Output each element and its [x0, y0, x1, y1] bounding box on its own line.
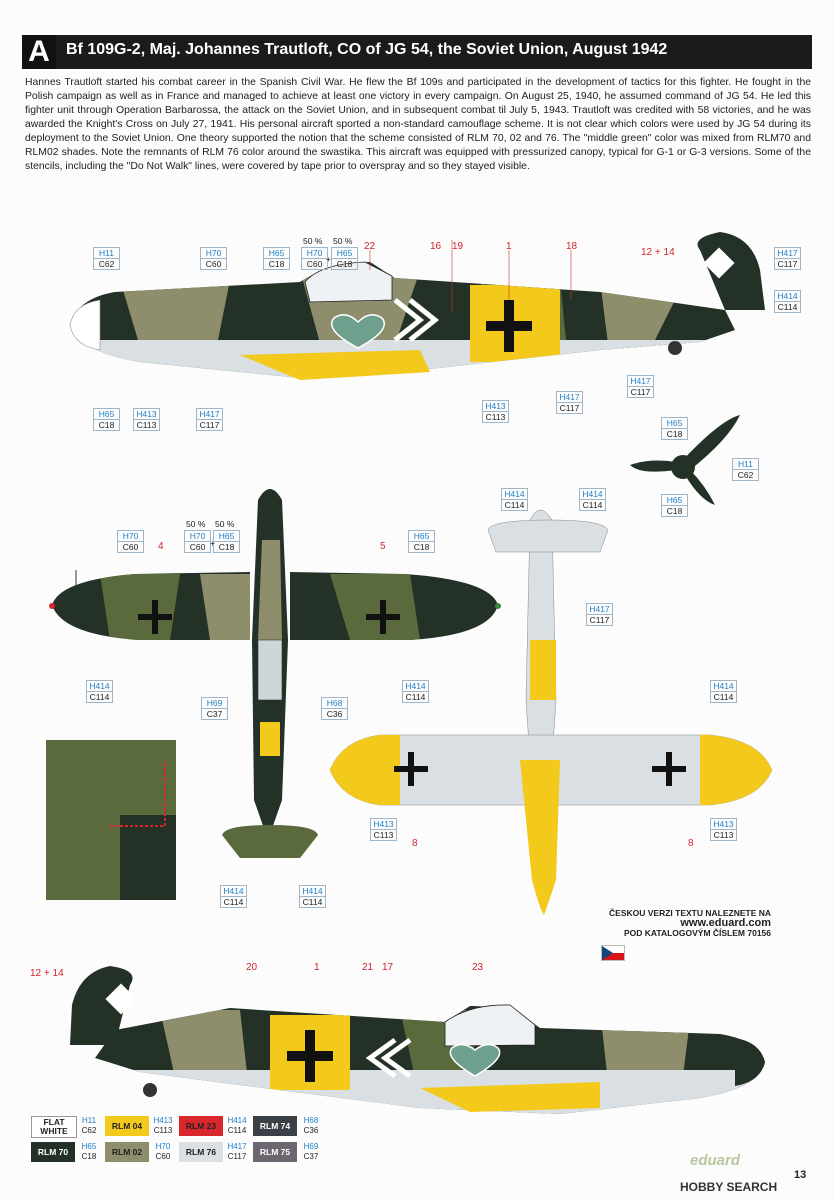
top-view: [49, 489, 501, 858]
legend-swatch: RLM 23: [179, 1116, 223, 1136]
history-text: Hannes Trautloft started his combat care…: [25, 77, 811, 172]
brand-logo: eduard: [690, 1152, 741, 1169]
decal-number: 16: [430, 241, 442, 252]
czech-flag-icon: [601, 945, 625, 961]
decal-number: 8: [412, 838, 418, 849]
decal-number: 19: [452, 241, 464, 252]
side-view-right: [70, 966, 765, 1114]
decal-number: 20: [246, 962, 258, 973]
legend-swatch: RLM 02: [105, 1142, 149, 1162]
mix-percent-right: 50 %: [333, 236, 353, 246]
watermark: HOBBY SEARCH: [680, 1180, 778, 1194]
detail-inset: [46, 740, 176, 900]
decal-number: 22: [364, 241, 376, 252]
decal-number: 12 + 14: [641, 247, 675, 258]
legend-swatch: RLM 70: [31, 1142, 75, 1162]
decal-number: 23: [472, 962, 484, 973]
decal-number: 17: [382, 962, 394, 973]
czech-line: POD KATALOGOVÝM ČÍSLEM 70156: [623, 928, 771, 938]
decal-number: 5: [380, 541, 386, 552]
legend-swatch: RLM 76: [179, 1142, 223, 1162]
decal-number: 8: [688, 838, 694, 849]
czech-line: ČESKOU VERZI TEXTU NALEZNETE NA: [609, 908, 771, 918]
website-link[interactable]: www.eduard.com: [680, 917, 771, 929]
mix-plus: +: [210, 538, 215, 548]
mix-plus: +: [326, 254, 331, 264]
profile-letter: A: [22, 35, 56, 69]
legend-swatch: FLAT WHITE: [31, 1116, 77, 1138]
mix-percent-left: 50 %: [303, 236, 323, 246]
propeller-view: [630, 415, 740, 505]
profile-title: Bf 109G-2, Maj. Johannes Trautloft, CO o…: [66, 41, 668, 58]
bottom-view: [329, 509, 773, 915]
page-number: 13: [794, 1169, 807, 1181]
decal-number: 18: [566, 241, 578, 252]
decal-number: 4: [158, 541, 164, 552]
legend-swatch: RLM 74: [253, 1116, 297, 1136]
profile-header: A Bf 109G-2, Maj. Johannes Trautloft, CO…: [22, 35, 812, 69]
decal-number: 21: [362, 962, 374, 973]
decal-number: 1: [314, 962, 320, 973]
legend-swatch: RLM 04: [105, 1116, 149, 1136]
decal-number: 1: [506, 241, 512, 252]
legend-swatch: RLM 75: [253, 1142, 297, 1162]
mix-percent-left: 50 %: [186, 519, 206, 529]
czech-version-note: ČESKOU VERZI TEXTU NALEZNETE NA www.edua…: [596, 908, 771, 938]
mix-percent-right: 50 %: [215, 519, 235, 529]
decal-number: 12 + 14: [30, 968, 64, 979]
